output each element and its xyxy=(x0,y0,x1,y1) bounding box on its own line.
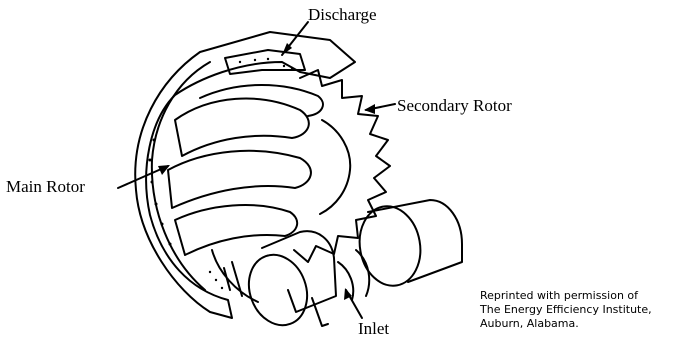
label-inlet: Inlet xyxy=(358,320,389,338)
secondary-shaft-end xyxy=(354,201,427,290)
lower-housing xyxy=(212,250,258,302)
label-secondary-rotor: Secondary Rotor xyxy=(397,97,512,115)
secondary-rotor-hub xyxy=(320,120,350,214)
main-rotor-lobe xyxy=(168,151,311,208)
secondary-rotor-arrowhead xyxy=(364,104,375,114)
label-discharge: Discharge xyxy=(308,6,377,24)
main-rotor-lobe xyxy=(175,99,309,156)
credit-line-2: The Energy Efficiency Institute, xyxy=(480,303,652,316)
main-rotor-lobe xyxy=(175,205,297,255)
inlet-lobes xyxy=(338,250,369,300)
casing-inner-rim xyxy=(152,62,210,290)
label-main-rotor: Main Rotor xyxy=(6,178,85,196)
credit-line-3: Auburn, Alabama. xyxy=(480,317,579,330)
credit-line-1: Reprinted with permission of xyxy=(480,289,638,302)
